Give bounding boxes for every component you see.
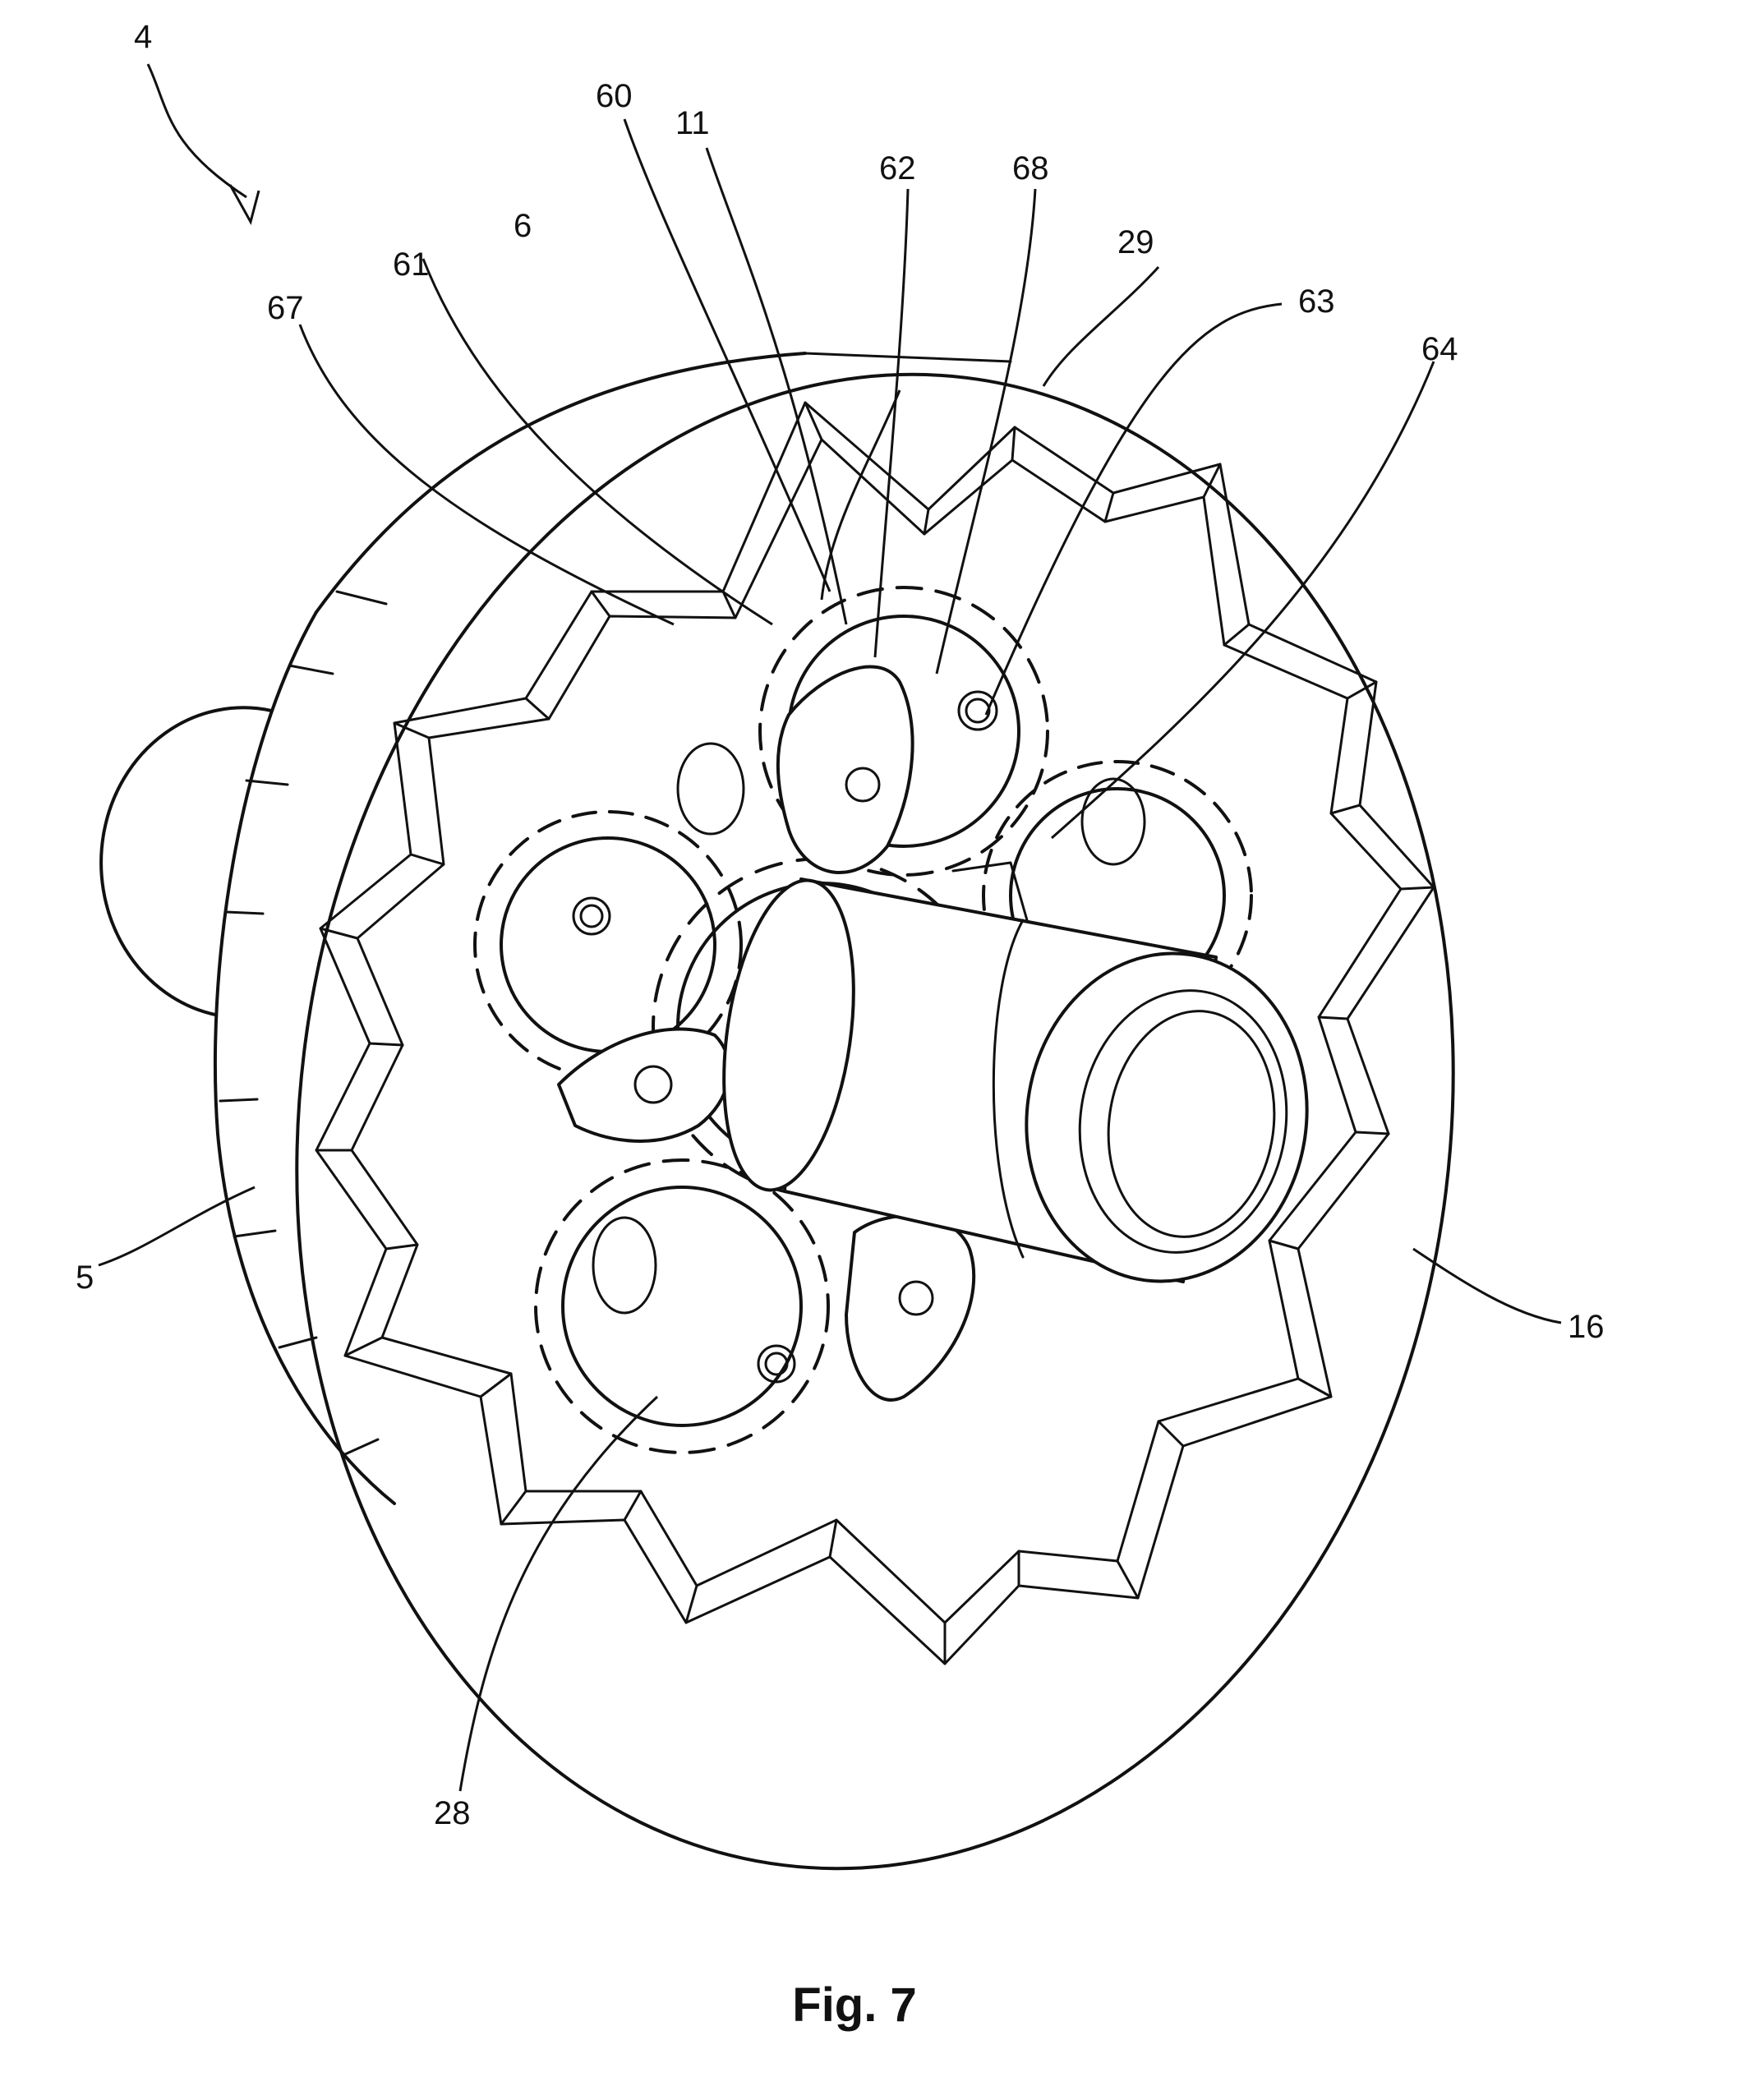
- label-4: 4: [134, 19, 152, 55]
- label-64: 64: [1421, 331, 1458, 367]
- label-11: 11: [675, 105, 710, 141]
- housing-rim: [213, 352, 1012, 1505]
- label-16: 16: [1568, 1309, 1605, 1345]
- shaft-16: [722, 877, 1309, 1283]
- reference-labels: 4 60 11 62 68 29 6 63 61 67 64 5 16 28: [76, 19, 1605, 1831]
- leader-lines: [98, 63, 1562, 1792]
- label-29: 29: [1117, 224, 1154, 260]
- knob: [99, 706, 273, 1016]
- disc-face: [295, 372, 1455, 1871]
- figure-caption: Fig. 7: [792, 1978, 916, 2032]
- label-60: 60: [596, 78, 633, 114]
- outer-ribs: [315, 401, 1435, 1665]
- label-5: 5: [76, 1260, 94, 1296]
- label-68: 68: [1012, 150, 1049, 187]
- label-62: 62: [879, 150, 916, 187]
- label-28: 28: [434, 1795, 471, 1831]
- pawls: [557, 665, 1029, 1402]
- label-63: 63: [1298, 283, 1335, 320]
- label-67: 67: [267, 290, 304, 326]
- label-61: 61: [393, 246, 430, 283]
- gear-wheel-28: [534, 1158, 830, 1454]
- label-6: 6: [514, 208, 532, 244]
